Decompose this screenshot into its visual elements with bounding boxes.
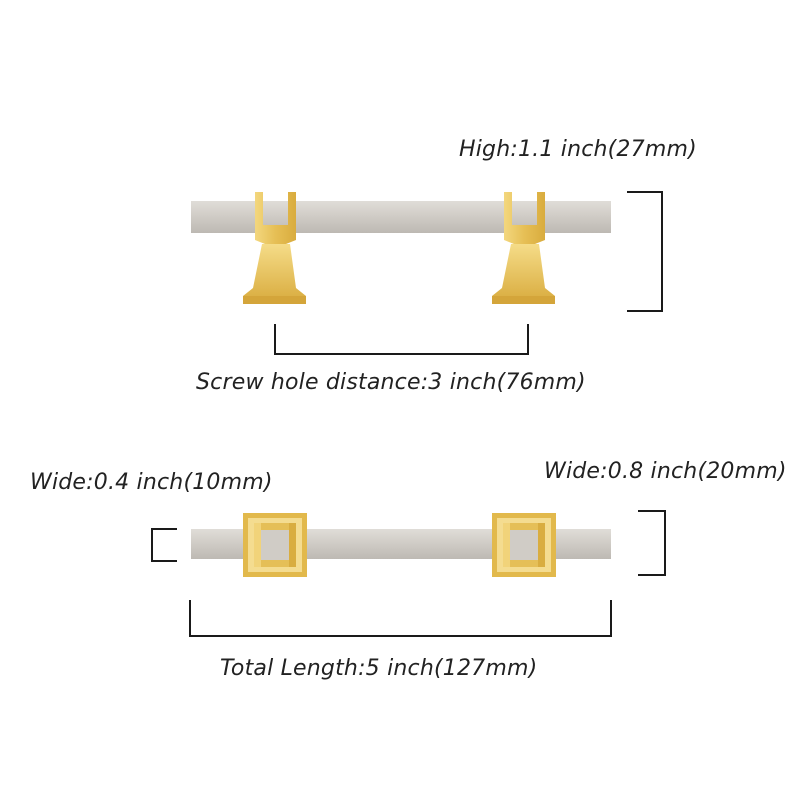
height-label: High:1.1 inch(27mm): [459, 137, 697, 162]
handle-bar-side: [191, 201, 611, 233]
height-bracket: [627, 191, 663, 312]
base-width-bracket: [638, 510, 666, 576]
total-length-label: Total Length:5 inch(127mm): [220, 656, 538, 681]
screw-hole-distance-label: Screw hole distance:3 inch(76mm): [196, 370, 586, 395]
right-post-side: [492, 192, 555, 304]
screw-distance-bracket: [274, 324, 529, 355]
top-view: [151, 510, 666, 637]
left-post-side: [243, 192, 306, 304]
total-length-bracket: [189, 600, 612, 637]
bar-width-bracket: [151, 528, 177, 562]
right-base-top: [492, 513, 556, 577]
base-width-label: Wide:0.8 inch(20mm): [544, 459, 787, 484]
side-view: [191, 191, 663, 355]
left-base-top: [243, 513, 307, 577]
bar-width-label: Wide:0.4 inch(10mm): [30, 470, 273, 495]
